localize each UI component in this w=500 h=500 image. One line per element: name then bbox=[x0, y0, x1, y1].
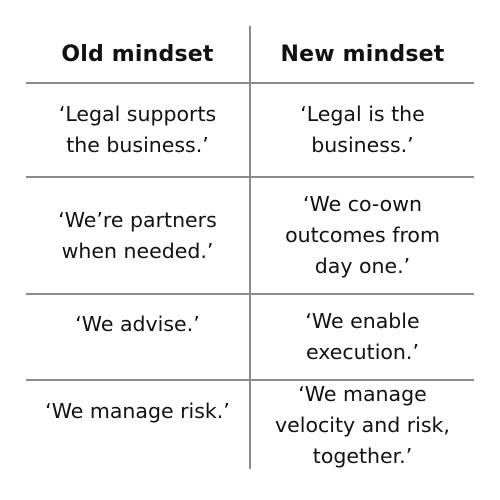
row-divider bbox=[26, 293, 474, 295]
old-mindset-cell: ‘We’re partners when needed.’ bbox=[58, 207, 217, 263]
old-mindset-cell: ‘We advise.’ bbox=[75, 312, 200, 336]
new-mindset-cell: ‘Legal is the business.’ bbox=[300, 102, 425, 157]
row-divider bbox=[26, 176, 474, 178]
row-divider bbox=[26, 82, 474, 84]
new-mindset-cell: ‘We co-own outcomes from day one.’ bbox=[285, 192, 440, 278]
row-divider bbox=[26, 379, 474, 381]
column-divider bbox=[249, 26, 251, 469]
header-new-mindset: New mindset bbox=[280, 41, 445, 67]
header-old-mindset: Old mindset bbox=[61, 41, 214, 67]
old-mindset-cell: ‘We manage risk.’ bbox=[45, 399, 230, 423]
new-mindset-cell: ‘We manage velocity and risk, together.’ bbox=[275, 381, 450, 468]
new-mindset-cell: ‘We enable execution.’ bbox=[305, 309, 420, 364]
old-mindset-cell: ‘Legal supports the business.’ bbox=[58, 102, 217, 157]
